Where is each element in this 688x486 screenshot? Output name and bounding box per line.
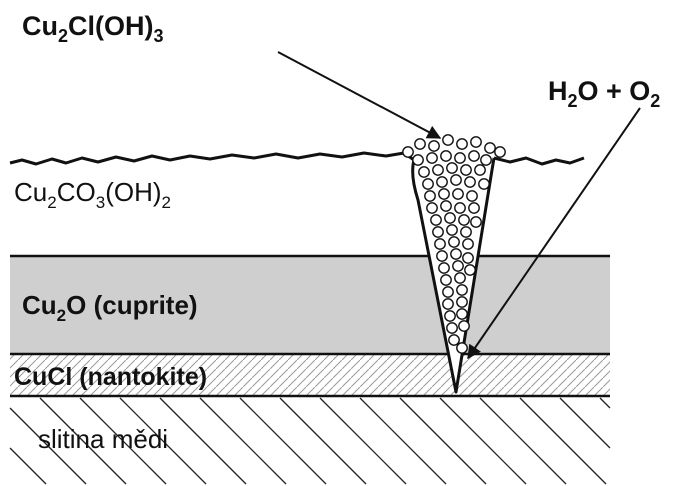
bubble [412, 154, 424, 166]
bubble [442, 298, 454, 310]
pit-outline [411, 157, 496, 394]
alloy-hatch-line [9, 407, 87, 485]
bubble [458, 320, 470, 332]
bubble [460, 226, 472, 238]
bubble [464, 264, 476, 276]
bubble [450, 174, 462, 186]
chloride-bubbles [402, 134, 506, 354]
bubble [444, 212, 456, 224]
bubble [422, 178, 434, 190]
malachite-surface-line-right [493, 156, 585, 166]
bubble [458, 214, 470, 226]
bubble [438, 262, 450, 274]
alloy-hatch [9, 397, 611, 485]
alloy-hatch-line [239, 397, 327, 485]
alloy-hatch-line [319, 397, 407, 485]
cuprite-layer [10, 256, 610, 354]
bubble [494, 146, 506, 158]
bubble [440, 274, 452, 286]
label-malachite: Cu2CO3(OH)2 [14, 177, 171, 212]
nantokite-layer [10, 354, 610, 396]
bubble [436, 250, 448, 262]
bubble [462, 252, 474, 264]
bubble [442, 286, 454, 298]
bubble [436, 176, 448, 188]
bubble [470, 136, 482, 148]
alloy-hatch-line [559, 397, 611, 449]
bubble [424, 190, 436, 202]
label-copper-alloy: slitina mědi [38, 424, 168, 454]
bubble [438, 188, 450, 200]
bubble [418, 166, 430, 178]
alloy-hatch-line [279, 397, 367, 485]
bubble [478, 178, 490, 190]
bubble [454, 272, 466, 284]
bubble [426, 152, 438, 164]
bubble [454, 152, 466, 164]
label-cuprite: Cu2O (cuprite) [22, 290, 198, 325]
alloy-hatch-line [519, 397, 607, 485]
bubble [434, 238, 446, 250]
bubble [450, 248, 462, 260]
bubble [448, 236, 460, 248]
bubble [456, 296, 468, 308]
bubble [428, 140, 440, 152]
bubble [446, 322, 458, 334]
bubble [402, 146, 414, 158]
bubble [466, 190, 478, 202]
bubble [426, 202, 438, 214]
bubble [470, 216, 482, 228]
bubble [468, 150, 480, 162]
arrow-cl-to-pit [277, 51, 442, 139]
bubble [456, 342, 468, 354]
bubble [440, 200, 452, 212]
bubble [454, 202, 466, 214]
alloy-hatch-line [439, 397, 527, 485]
bubble [456, 284, 468, 296]
bubble [462, 238, 474, 250]
malachite-surface-line [9, 151, 415, 166]
alloy-hatch-line [479, 397, 567, 485]
label-water-oxygen: H2O + O2 [548, 76, 660, 111]
alloy-hatch-line [159, 397, 247, 485]
bubble [452, 260, 464, 272]
bubble [448, 334, 460, 346]
bubble [432, 164, 444, 176]
arrow-water-oxygen-to-pit-tip [467, 107, 641, 360]
bubble [430, 214, 442, 226]
bubble [452, 188, 464, 200]
alloy-hatch-line [79, 397, 167, 485]
bubble [444, 310, 456, 322]
bubble [464, 176, 476, 188]
alloy-hatch-line [9, 447, 47, 485]
bubble [446, 162, 458, 174]
bubble [440, 150, 452, 162]
bubble [456, 308, 468, 320]
alloy-hatch-line [399, 397, 487, 485]
label-nantokite: CuCl (nantokite) [14, 363, 207, 391]
alloy-hatch-line [199, 397, 287, 485]
bubble [484, 142, 496, 154]
bubble [460, 164, 472, 176]
bubble [456, 138, 468, 150]
bubble [442, 134, 454, 146]
alloy-hatch-line [119, 397, 207, 485]
label-atacamite: Cu2Cl(OH)3 [22, 11, 164, 46]
bubble [446, 224, 458, 236]
bubble [468, 202, 480, 214]
alloy-hatch-line [599, 397, 611, 409]
bubble [414, 138, 426, 150]
bubble [480, 154, 492, 166]
bubble [432, 226, 444, 238]
alloy-hatch-line [39, 397, 127, 485]
bubble [474, 164, 486, 176]
alloy-hatch-line [359, 397, 447, 485]
